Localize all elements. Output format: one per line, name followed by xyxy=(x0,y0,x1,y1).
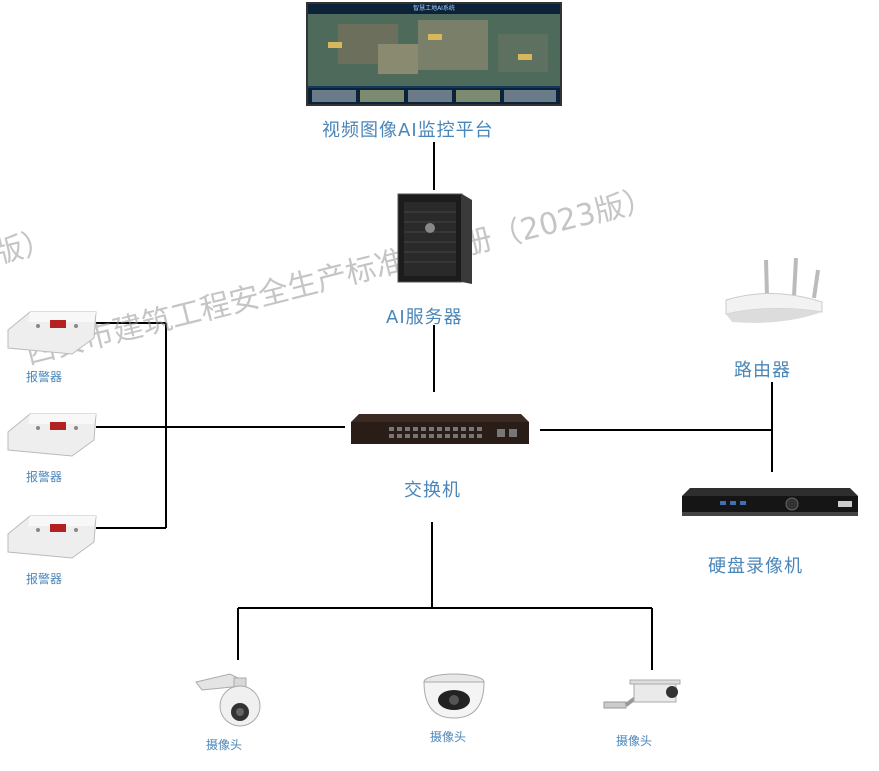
alarm-icon xyxy=(7,311,97,355)
alarm-label: 报警器 xyxy=(26,370,63,384)
bullet-camera-icon xyxy=(603,679,681,709)
switch-icon xyxy=(351,414,529,444)
alarm-3: 报警器 xyxy=(6,504,98,594)
screen-title: 智慧工地AI系统 xyxy=(413,5,455,12)
nvr-label: 硬盘录像机 xyxy=(708,556,803,577)
camera-dome: 摄像头 xyxy=(410,668,500,758)
camera-bullet: 摄像头 xyxy=(600,672,690,762)
camera-ptz: 摄像头 xyxy=(190,660,280,760)
alarm-icon xyxy=(7,413,97,457)
dome-camera-icon xyxy=(423,673,485,719)
alarm-label: 报警器 xyxy=(26,572,63,586)
alarm-2: 报警器 xyxy=(6,402,98,492)
screen-titlebar: 智慧工地AI系统 xyxy=(308,4,560,14)
router-label: 路由器 xyxy=(734,360,791,381)
monitor-screen: 智慧工地AI系统 xyxy=(306,2,562,106)
platform-label: 视频图像AI监控平台 xyxy=(322,120,494,141)
screen-aerial-view xyxy=(308,14,560,104)
switch-label: 交换机 xyxy=(404,480,461,501)
camera-label: 摄像头 xyxy=(206,738,243,752)
nvr-icon xyxy=(682,488,858,516)
ptz-camera-icon xyxy=(195,673,261,727)
alarm-1: 报警器 xyxy=(6,300,98,390)
server-label: AI服务器 xyxy=(386,307,463,328)
alarm-icon xyxy=(7,515,97,559)
camera-label: 摄像头 xyxy=(616,734,653,748)
alarm-label: 报警器 xyxy=(26,470,63,484)
camera-label: 摄像头 xyxy=(430,730,467,744)
router-icon xyxy=(725,257,823,323)
server-icon xyxy=(397,193,472,284)
